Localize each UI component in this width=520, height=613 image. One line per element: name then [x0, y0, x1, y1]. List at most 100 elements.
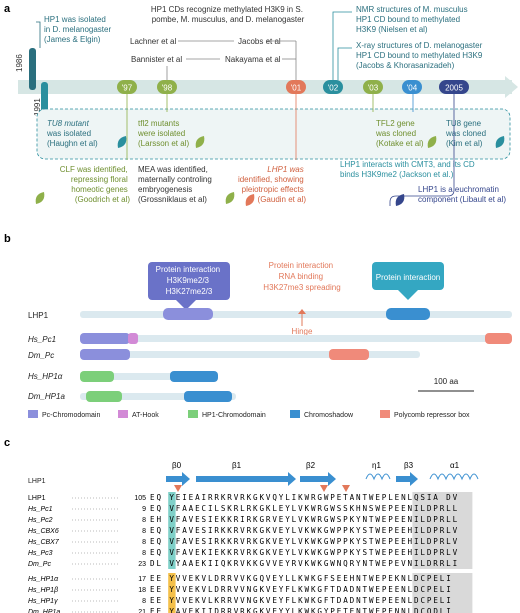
alignment-row-name: Hs_HP1β: [28, 587, 58, 594]
event-tfl2: tfl2 mutants were isolated (Larsson et a…: [137, 94, 205, 148]
year-label: '02: [328, 84, 339, 93]
conserved-column: [168, 503, 176, 514]
event-bannister-nakayama: Bannister et al Nakayama et al: [131, 55, 296, 80]
leaf-icon: [495, 136, 505, 148]
svg-text:Protein interaction RNA: Protein interaction RNA binding H3K27me3…: [263, 261, 340, 292]
event-mea: MEA was identified, maternally controlin…: [138, 165, 235, 204]
alignment-start: 8: [142, 598, 146, 605]
alignment-sequence: EE YVVEKVLKRRVVNGKVEYFLKWKGFTDADNTWEPEEN…: [150, 596, 451, 605]
legend: Pc-Chromodomain AT-Hook HP1-Chromodomain…: [28, 410, 470, 419]
year-label: '03: [368, 84, 379, 93]
helix-shade: [412, 595, 473, 606]
event-tu8-mutant: TU8 mutant was isolated (Haughn et al): [46, 119, 127, 148]
svg-text:X-ray structures of D. melanog: X-ray structures of D. melanogaster HP1 …: [356, 41, 485, 70]
alignment-row-name: LHP1: [28, 495, 46, 502]
helix-shade: [412, 503, 473, 514]
event-lhp1: LHP1 was identified, showing pleiotropic…: [238, 94, 306, 206]
lhp1-bar: [80, 308, 512, 320]
leaf-icon: [35, 192, 45, 204]
panel-a-label: a: [4, 3, 11, 15]
svg-text:TU8 mutant: TU8 mutant: [47, 119, 90, 128]
year-pill-02: '02: [323, 80, 343, 94]
alignment-sequence: EQ YEIEAIRRKRVRKGKVQYLIKWRGWPETANTWEPLEN…: [150, 493, 458, 502]
event-tfl2-gene: TFL2 gene was cloned (Kotake et al): [372, 94, 437, 148]
row-label: Dm_HP1a: [28, 392, 65, 401]
alignment-row-name: Dm_Pc: [28, 561, 51, 568]
svg-text:Lachner et al: Lachner et al: [130, 37, 176, 46]
svg-text:LHP1 interacts with CMT3, and: LHP1 interacts with CMT3, and its CD bin…: [340, 160, 477, 179]
conserved-column: [168, 558, 176, 569]
dm-pc-bar: [80, 349, 420, 360]
helix-shade: [412, 573, 473, 584]
arabidopsis-events-box: [36, 108, 511, 160]
alignment-row-name: Hs_Pc1: [28, 506, 53, 513]
leaf-icon: [117, 136, 127, 148]
callout-hinge: Protein interaction RNA binding H3K27me3…: [263, 261, 340, 292]
alignment-sequence: EE YVVEKVLDRRVVKGQVEYLLKWKGFSEEHNTWEPEKN…: [150, 574, 451, 583]
helix-shade: [412, 525, 473, 536]
ss-row-label: LHP1: [28, 478, 46, 485]
alignment-start: 17: [138, 576, 146, 583]
secondary-structure: β0 β1 β2 η1 β3 α1: [166, 461, 479, 492]
panel-b-label: b: [4, 233, 11, 245]
year-pill-97: '97: [117, 80, 137, 94]
svg-text:LHP1 was identified, sho: LHP1 was identified, showing pleiotropic…: [238, 165, 306, 204]
event-hp1-cds: HP1 CDs recognize methylated H3K9 in S. …: [151, 5, 305, 24]
leaf-icon: [245, 194, 255, 206]
timeline-axis: [18, 80, 512, 94]
svg-text:Polycomb repressor box: Polycomb repressor box: [394, 412, 470, 419]
svg-text:Protein interaction H3K9: Protein interaction H3K9me2/3 H3K27me2/3: [156, 265, 223, 296]
row-label: Hs_HP1α: [28, 372, 63, 381]
panel-c-label: c: [4, 437, 10, 449]
scale-bar: 100 aa: [418, 377, 474, 392]
callout-csd: Protein interaction: [372, 262, 444, 300]
alignment-row-name: Hs_CBX7: [28, 539, 60, 546]
year-1986: 1986: [15, 54, 24, 72]
svg-text:β2: β2: [306, 461, 316, 470]
alignment-start: 9: [142, 506, 146, 513]
alignment-sequence: EE YAVEKIIDRRVRKGKVEYYLKWKGYPETENTWEPENN…: [150, 607, 451, 613]
callout-cd: Protein interaction H3K9me2/3 H3K27me2/3: [148, 262, 230, 310]
alignment-sequence: EE YVVEKVLDRRVVNGKVEYFLKWKGFTDADNTWEPEEN…: [150, 585, 451, 594]
conserved-column: [168, 573, 176, 584]
alignment-start: 8: [142, 528, 146, 535]
alignment-row-name: Dm_HP1a: [28, 609, 60, 613]
row-label: Dm_Pc: [28, 351, 54, 360]
alignment-start: 8: [142, 550, 146, 557]
svg-text:β0: β0: [172, 461, 182, 470]
svg-text:LHP1 is a euchromatin co: LHP1 is a euchromatin component (Libault…: [418, 185, 506, 204]
year-label: '01: [291, 84, 302, 93]
alignment-sequence: EQ VFAVEKIEKKRVRKGKVEYLVKWKGWPPKYSTWEPEE…: [150, 548, 458, 557]
alignment-row-name: Hs_CBX6: [28, 528, 59, 535]
svg-text:was isolated (Haughn et: was isolated (Haughn et al): [46, 129, 98, 148]
svg-text:Chromoshadow: Chromoshadow: [304, 412, 354, 419]
row-label: LHP1: [28, 311, 49, 320]
pc-chromodomain: [163, 308, 213, 320]
svg-text:HP1 was isolated in D. m: HP1 was isolated in D. melanogaster (Jam…: [44, 15, 113, 44]
svg-text:Nakayama et al: Nakayama et al: [225, 55, 281, 64]
svg-text:Hinge: Hinge: [292, 327, 313, 336]
alignment-sequence: DL VYAAEKIIQKRVKKGVVEYRVKWKGWNQRYNTWEPEV…: [150, 559, 457, 568]
helix-shade: [412, 514, 473, 525]
conserved-column: [168, 536, 176, 547]
svg-text:η1: η1: [372, 461, 381, 470]
chromoshadow: [386, 308, 430, 320]
alignment-sequence: EQ VFAVESIRKKRVRKGKVEYLVKWKGWPPKYSTWEPEE…: [150, 526, 458, 535]
svg-text:100 aa: 100 aa: [434, 377, 459, 386]
row-label: Hs_Pc1: [28, 335, 56, 344]
svg-text:tfl2 mutants were isolat: tfl2 mutants were isolated (Larsson et a…: [137, 119, 189, 148]
svg-text:NMR structures of M. musculus: NMR structures of M. musculus HP1 CD bou…: [356, 5, 470, 34]
helix-shade: [412, 584, 473, 595]
alignment-start: 23: [138, 561, 146, 568]
leaf-icon: [395, 194, 405, 206]
year-1991: 1991: [33, 98, 42, 116]
svg-text:MEA was identified, mate: MEA was identified, maternally controlin…: [138, 165, 214, 204]
year-label: '97: [122, 84, 133, 93]
event-clf: CLF was identified, repressing floral ho…: [35, 94, 131, 204]
event-nmr: NMR structures of M. musculus HP1 CD bou…: [332, 5, 470, 80]
helix-shade: [412, 547, 473, 558]
year-label: 2005: [445, 84, 463, 93]
svg-text:CLF was identified, repr: CLF was identified, repressing floral ho…: [60, 165, 131, 204]
